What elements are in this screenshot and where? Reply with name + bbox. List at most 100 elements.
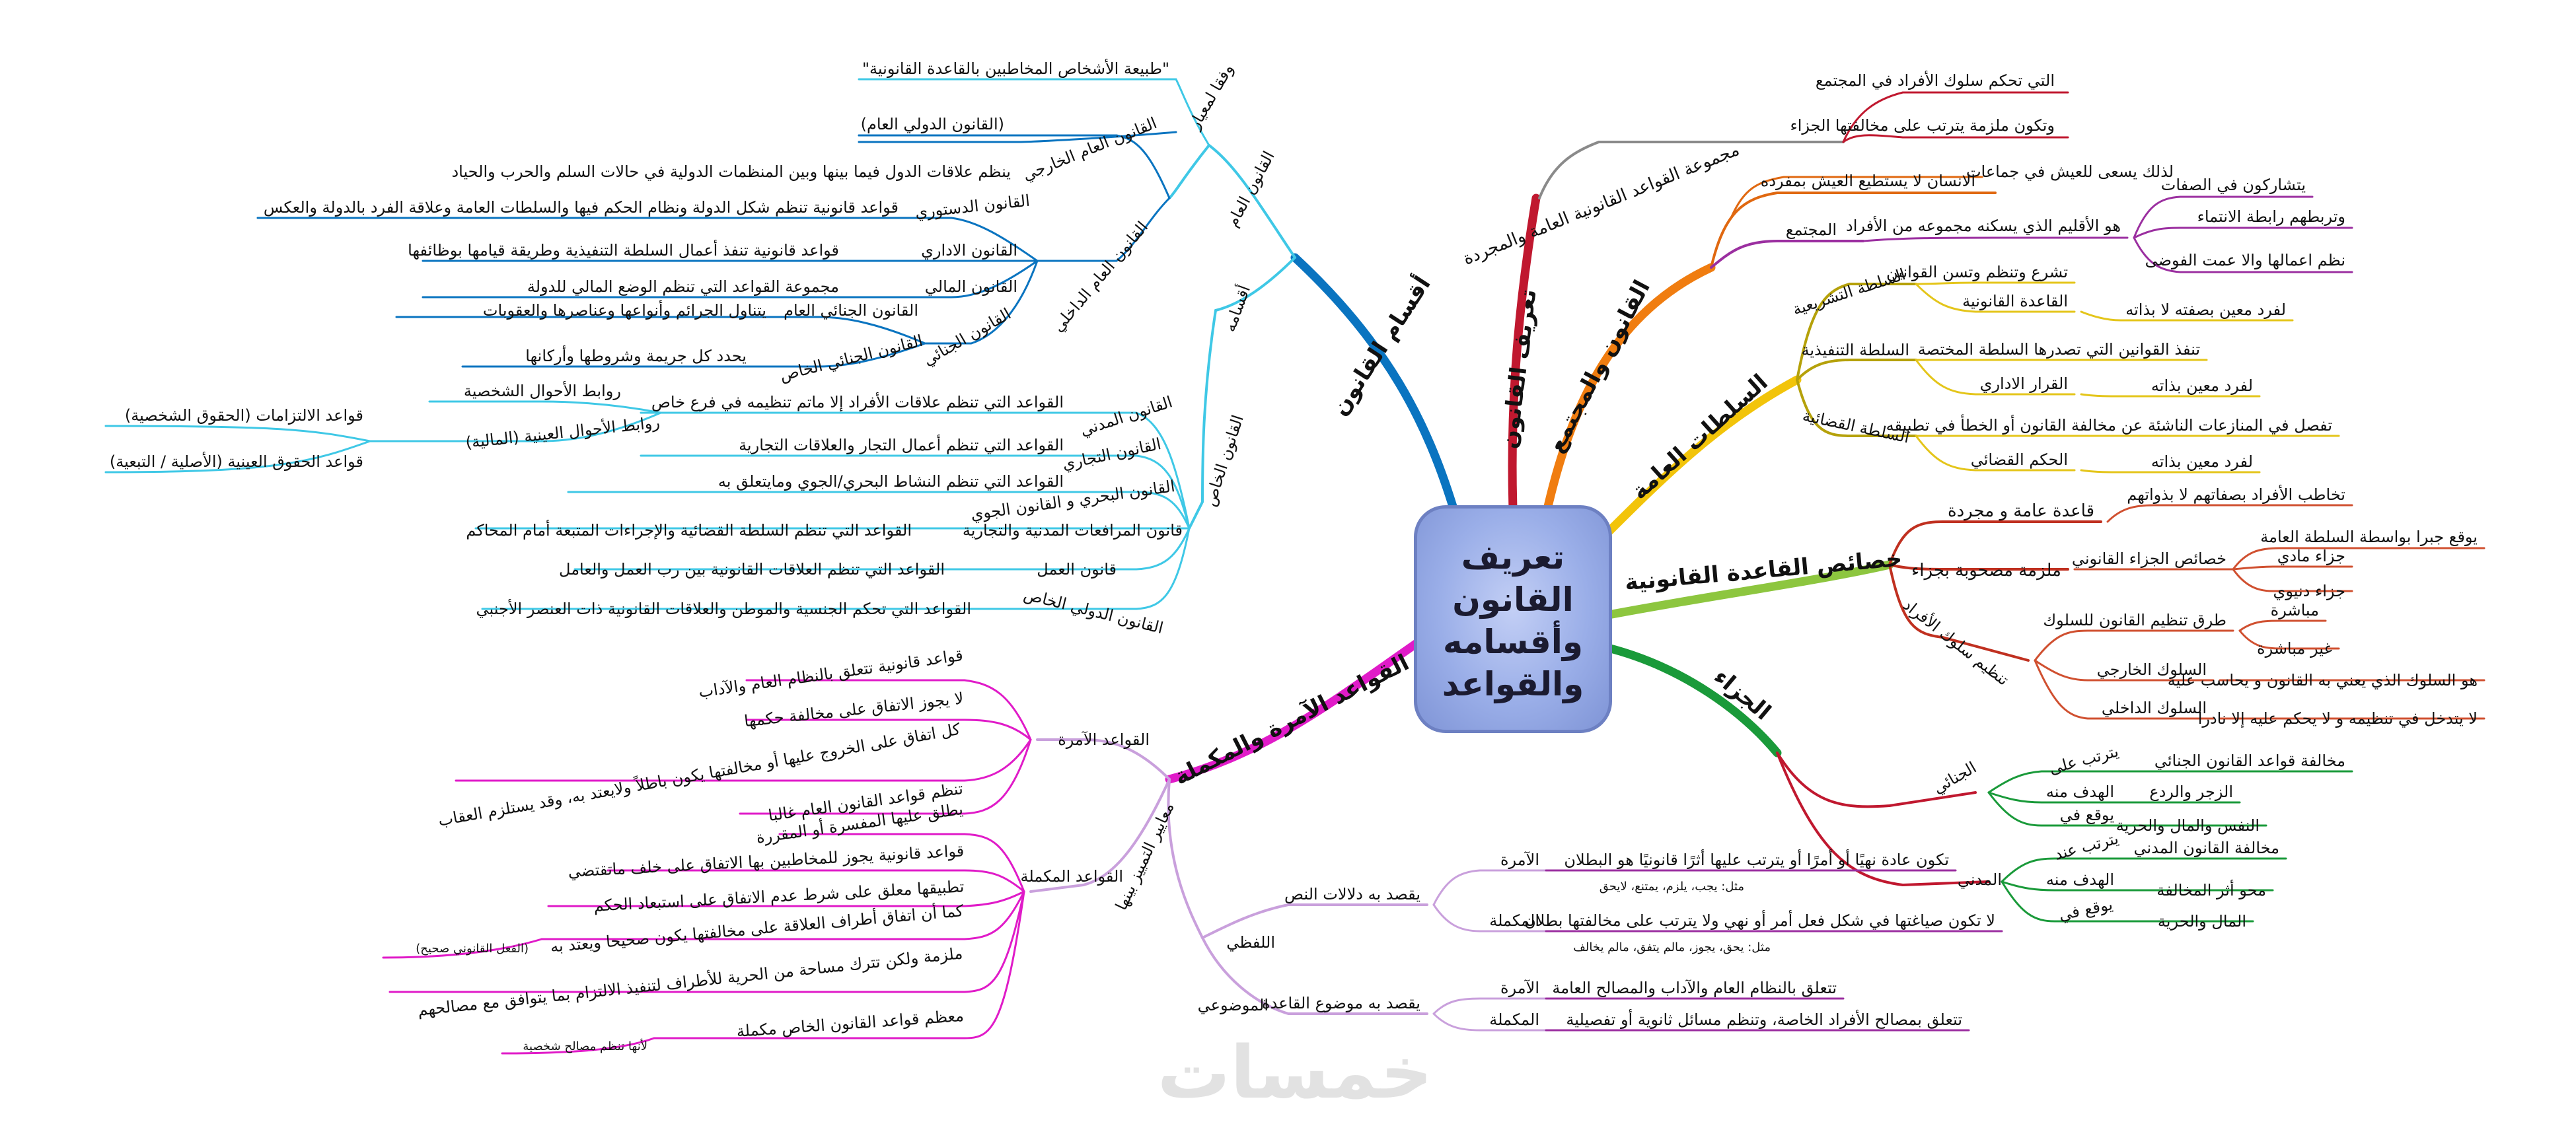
divisions-labor-desc: القواعد التي تنظم العلاقات القانونية بين… <box>559 560 945 579</box>
society-human-note: لذلك يسعى للعيش في جماعات <box>1966 162 2174 181</box>
branch-powers-label: السلطات العامة <box>1627 369 1773 505</box>
powers-judicial-0: تفصل في المنازعات الناشئة عن مخالفة القا… <box>1886 414 2332 435</box>
center-node: تعريف القانون وأقسامه والقواعد <box>1414 505 1612 733</box>
char-external-note: هو السلوك الذي يعني به القانون و يحاسب ع… <box>2168 671 2478 689</box>
rules-supp-1: قواعد قانونية يجوز للمخاطبين بها الاتفاق… <box>568 841 965 880</box>
powers-executive-0: تنفذ القوانين التي تصدرها السلطة المختصة <box>1918 340 2200 359</box>
powers-judicial-1: الحكم القضائي <box>1971 450 2068 469</box>
center-line-2: وأقسامه <box>1443 623 1583 661</box>
char-internal: السلوك الداخلي <box>2102 699 2207 717</box>
divisions-external: القانون العام الخارجي <box>1020 114 1159 184</box>
powers-judicial-2: لفرد معين بذاته <box>2151 452 2253 471</box>
divisions-private-intl: القانون الدولي الخاص <box>1022 585 1165 638</box>
branch-imperative-line <box>1165 636 1425 784</box>
sanction-civil-1b: محو أثر المخالفة <box>2156 880 2266 899</box>
rules-supplementary: القواعد المكملة <box>1020 867 1123 886</box>
divisions-procedures-desc: القواعد التي تنظم السلطة القضائية والإجر… <box>466 520 912 540</box>
divisions-criterion: وفقا لمعيار <box>1185 61 1237 133</box>
divisions-external-note: (القانون الدولي العام) <box>861 115 1004 133</box>
divisions-labor: قانون العمل <box>1037 560 1117 579</box>
branch-society-line <box>1541 263 1716 520</box>
branch-divisions-line <box>1290 253 1458 513</box>
char-conduct: تنظيم سلوك الأفراد <box>1899 595 2012 689</box>
powers-legislative-2: لفرد معين بصفته لا بذاته <box>2125 300 2286 319</box>
sanction-criminal: الجنائي <box>1930 758 1979 798</box>
sanction-civil-1a: الهدف منه <box>2046 870 2114 889</box>
society-trait-2: نظم اعمالها والا عمت الفوضى <box>2145 251 2345 269</box>
criteria-title: معايير التمييز بينها <box>1112 800 1178 913</box>
watermark-logo: خمسات <box>1157 1030 1433 1115</box>
char-general-note: تخاطب الأفراد بصفاتهم لا بذواتهم <box>2127 485 2345 504</box>
char-material: جزاء مادي <box>2277 547 2345 565</box>
char-external: السلوك الخارجي <box>2097 660 2207 679</box>
divisions-constitutional: القانون الدستوري <box>914 192 1031 222</box>
definition-node: مجموعة القواعد القانونية العامة والمجردة <box>1460 140 1742 269</box>
criteria-textual-desc: يقصد به دلالات النص <box>1284 885 1420 903</box>
branch-divisions-label: أقسام القانون <box>1325 271 1436 421</box>
criteria-obj-mandatory-note: تتعلق بالنظام العام والآداب والمصالح الع… <box>1552 979 1837 997</box>
society-trait-1: وتربطهم رابطة الانتماء <box>2197 207 2345 226</box>
sanction-criminal-1b: الزجر والردع <box>2149 783 2233 801</box>
char-internal-note: لا يتدخل في تنظيمه و لا يحكم عليه إلا نا… <box>2198 709 2478 728</box>
sanction-criminal-1a: الهدف منه <box>2046 783 2114 801</box>
rules-supp-note1: (الفعل القانوني صحيح) <box>416 942 529 956</box>
center-line-3: والقواعد <box>1442 665 1584 703</box>
center-line-0: تعريف <box>1461 538 1565 577</box>
divisions-financial: القانون المالي <box>925 277 1017 296</box>
powers-executive: السلطة التنفيذية <box>1801 341 1909 359</box>
sanction-criminal-0a: يترتب على <box>2047 742 2121 778</box>
branch-imperative-label: القواعد الآمرة والمكملة <box>1170 649 1413 791</box>
divisions-real: روابط الأحوال العينية (المالية) <box>464 413 661 452</box>
criteria-supp-ex: مثل: يحق، يجوز، مالم يتفق، مالم يخالف <box>1573 940 1771 954</box>
criteria-mandatory-note: تكون عادة نهيًا أو أمرًا أو يترتب عليها … <box>1564 849 1949 869</box>
divisions-real-rights: قواعد الحقوق العينية (الأصلية / التبعية) <box>110 452 363 471</box>
sanction-civil-0b: مخالفة القانون المدني <box>2133 839 2279 857</box>
powers-legislative-1: القاعدة القانونية <box>1962 292 2068 310</box>
criteria-mandatory-ex: مثل: يجب، يلزم، يمتنع، لايحق <box>1600 880 1744 894</box>
powers-executive-2: لفرد معين بذاته <box>2151 376 2253 395</box>
criteria-obj-supp: المكملة <box>1489 1010 1539 1029</box>
divisions-criminal-general-desc: يتناول الجرائم وأنواعها وعناصرها والعقوب… <box>483 300 766 320</box>
char-moral: جزاء دنيوي <box>2273 582 2345 600</box>
branch-characteristics-line <box>1607 560 1894 619</box>
criteria-objective: الموضوعي <box>1198 996 1269 1014</box>
divisions-civil-desc: القواعد التي تنظم علاقات الأفراد إلا مات… <box>651 392 1064 412</box>
center-line-1: القانون <box>1452 581 1574 619</box>
char-binding-note: يوقع جبرا بواسطة السلطة العامة <box>2260 528 2478 546</box>
criteria-mandatory: الآمرة <box>1500 851 1539 869</box>
rules-mandatory: القواعد الآمرة <box>1058 730 1150 749</box>
society-label: المجتمع <box>1786 221 1837 239</box>
divisions-criminal-special-desc: يحدد كل جريمة وشروطها وأركانها <box>525 345 747 365</box>
divisions-criminal-special: القانون الجنائي الخاص <box>778 332 924 385</box>
criteria-objective-desc: يقصد به موضوع القاعدة <box>1262 994 1420 1012</box>
char-general: قاعدة عامة و مجردة <box>1948 501 2094 521</box>
criteria-obj-mandatory: الآمرة <box>1500 979 1539 997</box>
branch-definition-line <box>1508 194 1541 513</box>
divisions-civil: القانون المدني <box>1078 392 1174 439</box>
divisions-procedures: قانون المرافعات المدنية والتجارية <box>963 521 1183 540</box>
sanction-criminal-2a: يوقع في <box>2060 806 2114 824</box>
powers-executive-1: القرار الاداري <box>1980 374 2068 393</box>
society-human: الانسان لا يستطيع العيش بمفرده <box>1761 172 1975 190</box>
divisions-criminal-general: القانون الجنائي العام <box>784 301 918 320</box>
sanction-civil: المدني <box>1958 870 2002 889</box>
rules-supp-5: معظم قواعد القانون الخاص مكملة <box>736 1006 965 1041</box>
sanction-civil-2b: المال والحرية <box>2158 912 2246 931</box>
char-binding: ملزمة مصحوبة بجزاء <box>1911 561 2061 581</box>
divisions-criminal: القانون الجنائي <box>920 304 1014 369</box>
divisions-administrative: القانون الاداري <box>921 241 1017 260</box>
rules-supp-note2: لأنها تنظم مصالح شخصية <box>523 1039 647 1053</box>
society-trait-0: يتشاركون في الصفات <box>2161 176 2306 194</box>
sanction-criminal-0b: مخالفة قواعد القانون الجنائي <box>2154 752 2345 770</box>
criteria-textual: اللفظي <box>1226 933 1275 952</box>
sanction-criminal-2b: النفس والمال والحرية <box>2116 816 2260 835</box>
divisions-constitutional-desc: قواعد قانونية تنظم شكل الدولة ونظام الحك… <box>264 198 899 217</box>
criteria-obj-supp-note: تتعلق بمصالح الأفراد الخاصة، وتنظم مسائل… <box>1566 1009 1962 1029</box>
branch-sanction-line <box>1601 643 1782 757</box>
divisions-maritime-desc: القواعد التي تنظم النشاط البحري/الجوي وم… <box>718 472 1064 491</box>
criteria-supp: المكملة <box>1489 911 1539 930</box>
char-direct: مباشرة <box>2271 601 2319 619</box>
criteria-supp-note: لا تكون صياغتها في شكل فعل أمر أو نهي ول… <box>1524 910 1995 930</box>
divisions-personal: روابط الأحوال الشخصية <box>464 381 621 400</box>
char-binding-sub: خصائص الجزاء القانوني <box>2072 549 2226 568</box>
